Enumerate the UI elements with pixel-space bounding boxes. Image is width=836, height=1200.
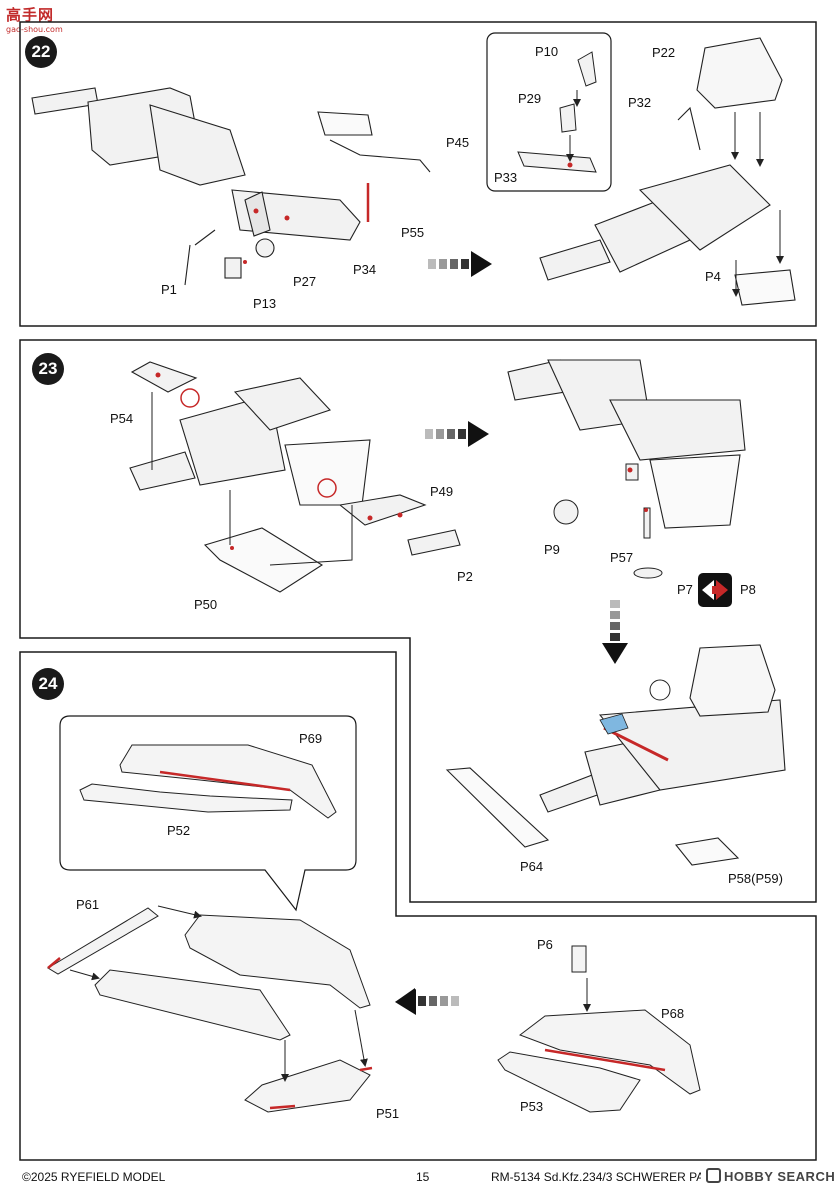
step24-callout: [59, 715, 357, 912]
part-label-p53: P53: [520, 1099, 544, 1114]
hobby-search-watermark: HOBBY SEARCH: [706, 1168, 835, 1184]
step24-dashed-arrow: [395, 988, 459, 1015]
step22-gun-assembly: [31, 87, 431, 286]
part-label-p13: P13: [253, 296, 277, 311]
step22-inset-parts: [517, 51, 597, 173]
part-label-p8: P8: [740, 582, 756, 597]
part-label-p29: P29: [518, 91, 542, 106]
step23-left-assembly: [129, 361, 461, 593]
hobby-search-icon: [706, 1168, 721, 1183]
part-label-p7: P7: [677, 582, 693, 597]
part-label-p1: P1: [161, 282, 177, 297]
step23-down-arrow: [602, 600, 628, 664]
part-label-p9: P9: [544, 542, 560, 557]
part-label-p45: P45: [446, 135, 470, 150]
part-label-p51: P51: [376, 1106, 400, 1121]
step22-result-assembly: [539, 37, 796, 306]
step24-callout-parts: [79, 744, 337, 819]
part-label-p68: P68: [661, 1006, 685, 1021]
footer-copyright: ©2025 RYEFIELD MODEL: [22, 1170, 166, 1184]
part-label-p55: P55: [401, 225, 425, 240]
part-label-p10: P10: [535, 44, 559, 59]
watermark-logo: 高手网 gao-shou.com: [6, 4, 80, 38]
part-label-p54: P54: [110, 411, 134, 426]
part-label-p69: P69: [299, 731, 323, 746]
step-24-number: 24: [32, 668, 64, 700]
step23-small-parts: [553, 463, 663, 579]
part-label-p49: P49: [430, 484, 454, 499]
step23-panel: [19, 339, 817, 903]
step22-dashed-arrow: [428, 251, 492, 277]
step23-right-assembly: [507, 359, 746, 529]
part-label-p27: P27: [293, 274, 317, 289]
part-label-p33: P33: [494, 170, 518, 185]
part-label-p50: P50: [194, 597, 218, 612]
part-label-p34: P34: [353, 262, 377, 277]
step-22-number: 22: [25, 36, 57, 68]
step24-panel: [19, 651, 817, 1161]
step-23-number: 23: [32, 353, 64, 385]
step24-left-parts: [47, 907, 371, 1113]
part-label-p32: P32: [628, 95, 652, 110]
part-label-p22: P22: [652, 45, 676, 60]
part-label-p58-p59: P58(P59): [728, 871, 783, 886]
step23-result-assembly: [445, 644, 786, 866]
logo-text: 高手网: [6, 7, 55, 24]
footer-product: RM-5134 Sd.Kfz.234/3 SCHWERER PANZERSPÄH…: [491, 1170, 701, 1184]
part-label-p61: P61: [76, 897, 100, 912]
part-label-p4: P4: [705, 269, 721, 284]
footer-page-number: 15: [416, 1170, 430, 1184]
part-label-p64: P64: [520, 859, 544, 874]
part-label-p52: P52: [167, 823, 191, 838]
hobby-search-text: HOBBY SEARCH: [724, 1169, 836, 1184]
step22-inset: [486, 32, 612, 192]
part-label-p2: P2: [457, 569, 473, 584]
step22-panel: [19, 21, 817, 327]
part-label-p57: P57: [610, 550, 634, 565]
part-label-p6: P6: [537, 937, 553, 952]
step23-dashed-arrow: [425, 421, 489, 447]
step24-right-parts: [497, 945, 701, 1113]
swap-icon: [698, 573, 732, 607]
logo-url: gao-shou.com: [6, 25, 63, 34]
